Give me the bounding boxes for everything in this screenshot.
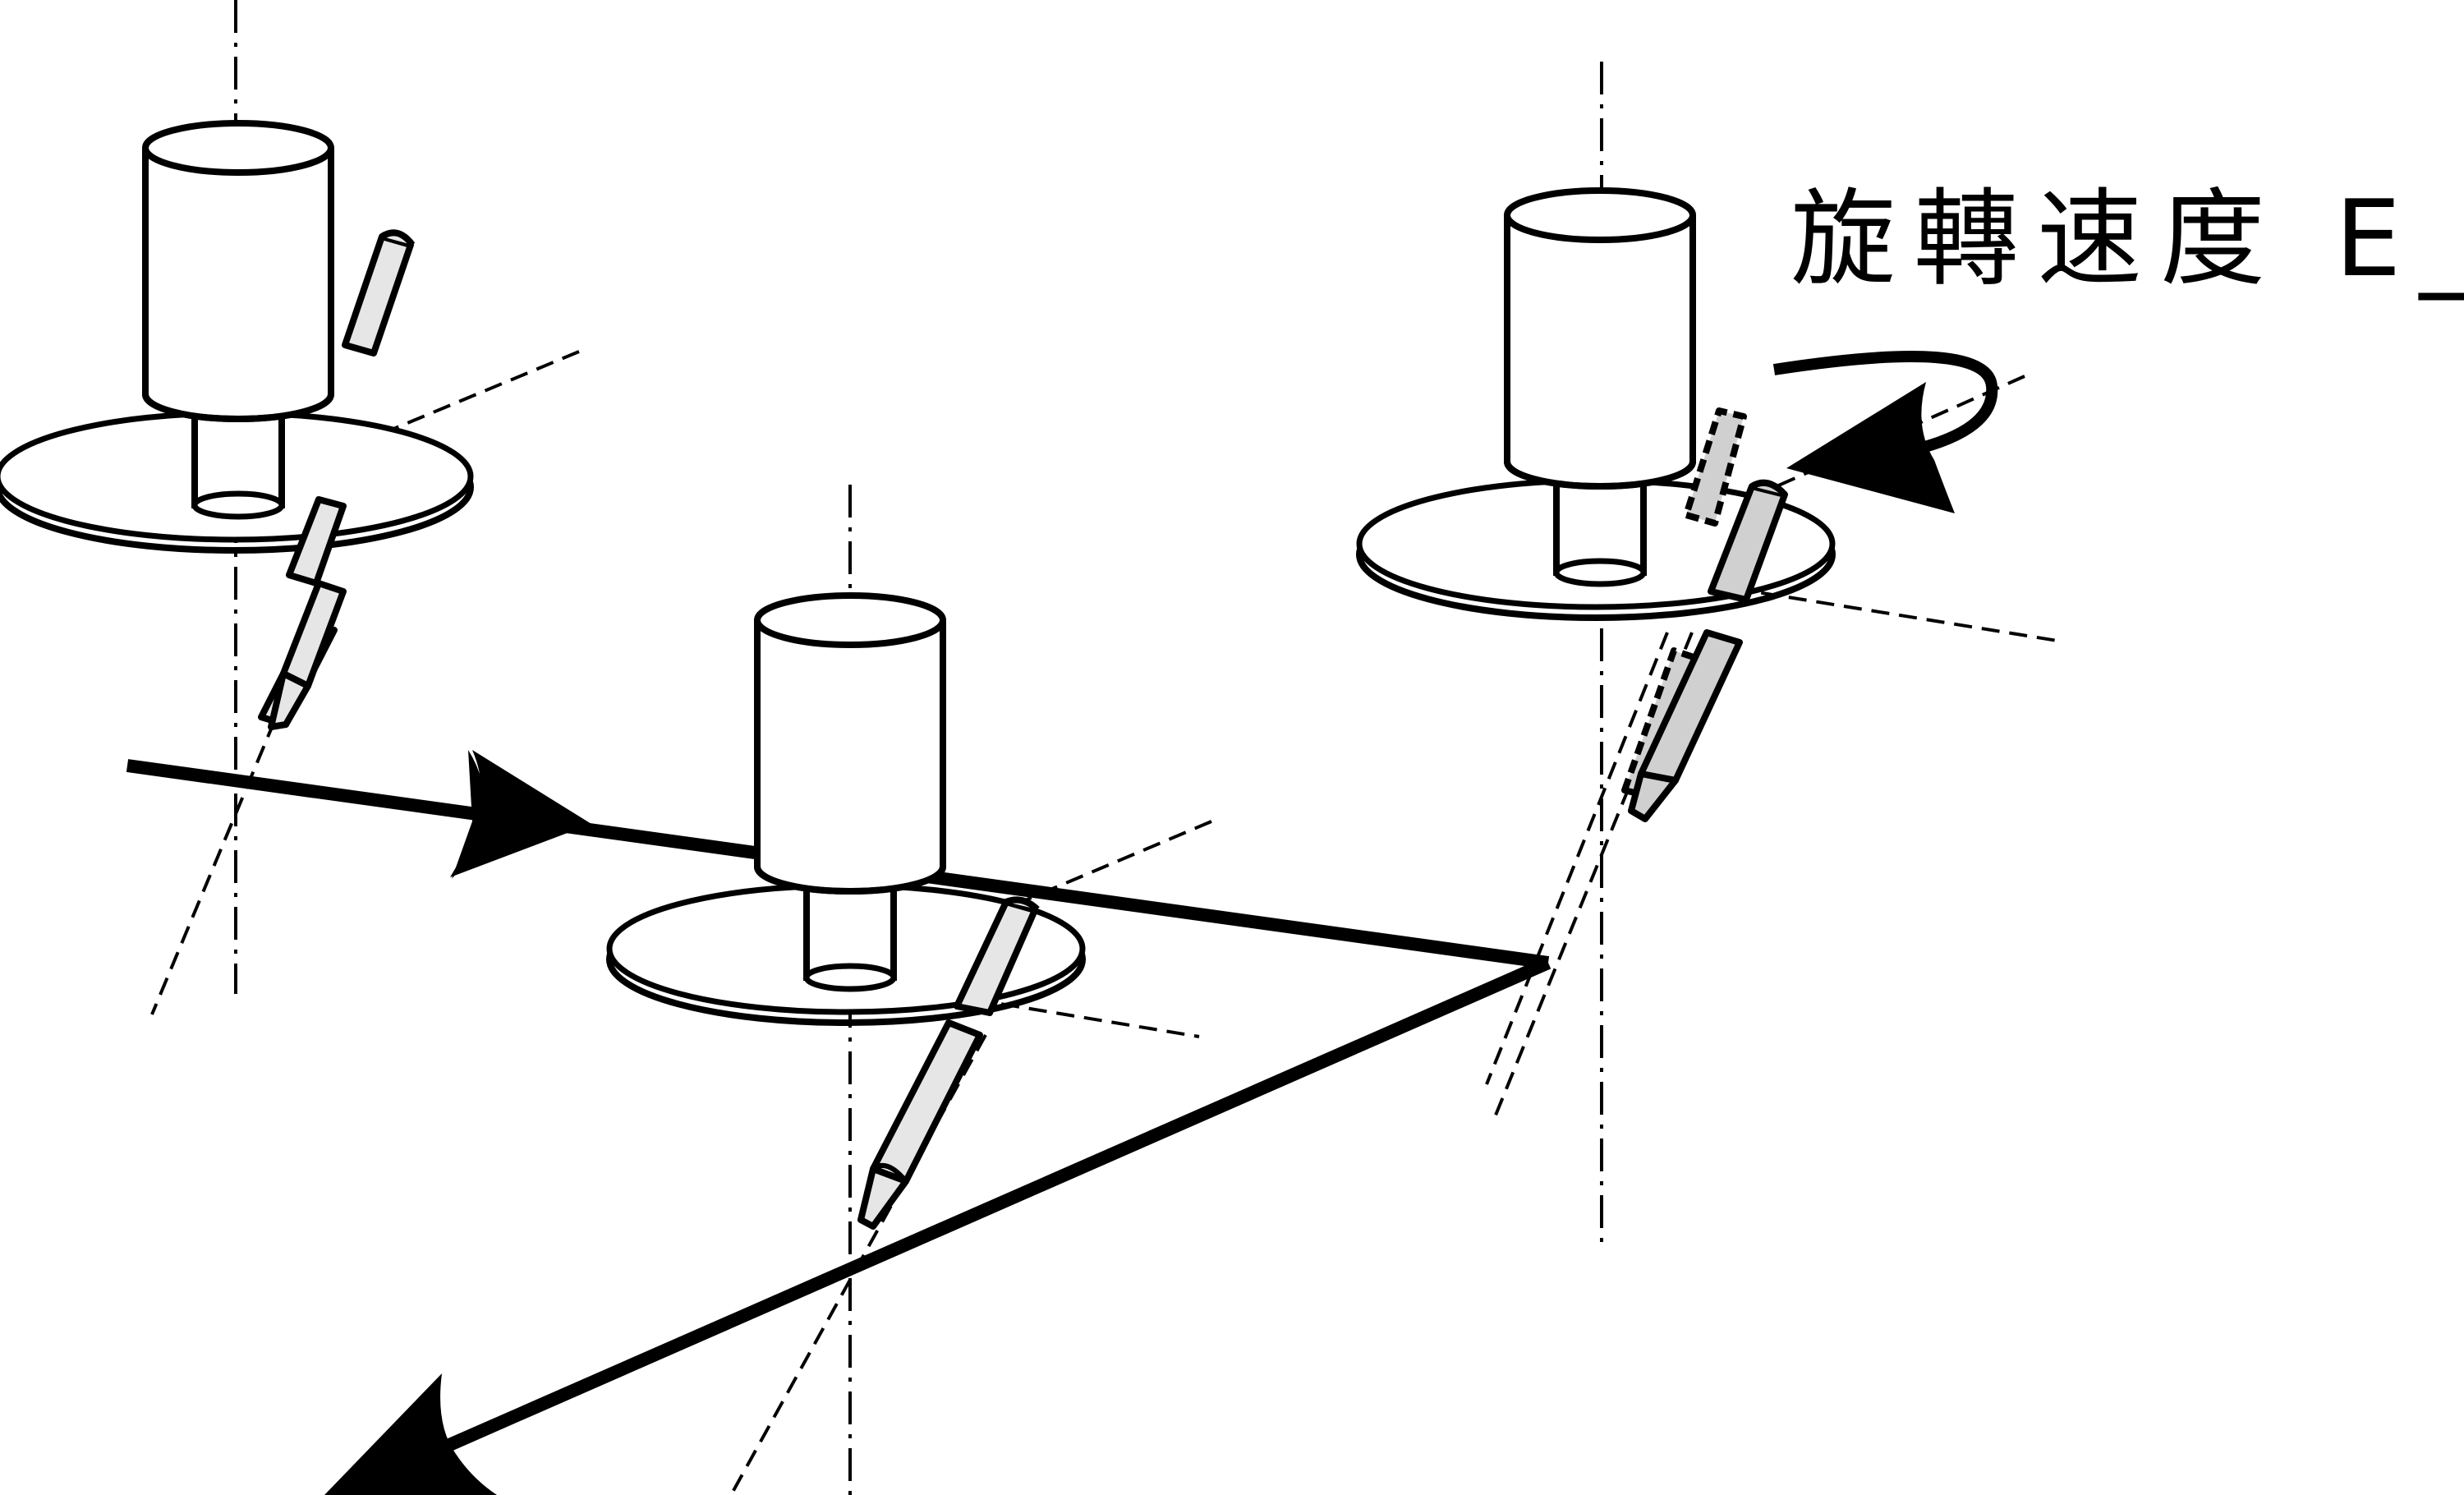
spindle-unit-middle — [609, 596, 1083, 1230]
spindle-unit-left — [0, 123, 471, 730]
tool-right-solid — [1628, 479, 1788, 822]
tool-middle-lower — [857, 1019, 983, 1230]
tool-left-upper — [342, 229, 416, 356]
rotation-arrow — [1772, 351, 1998, 513]
return-path-arrow — [324, 956, 1551, 1495]
rotation-speed-label: 旋轉速度 E_ — [1791, 178, 2464, 301]
spindle-unit-right — [1359, 191, 1832, 822]
tool-left-lower — [258, 496, 347, 730]
tool-middle-upper — [954, 896, 1040, 1016]
